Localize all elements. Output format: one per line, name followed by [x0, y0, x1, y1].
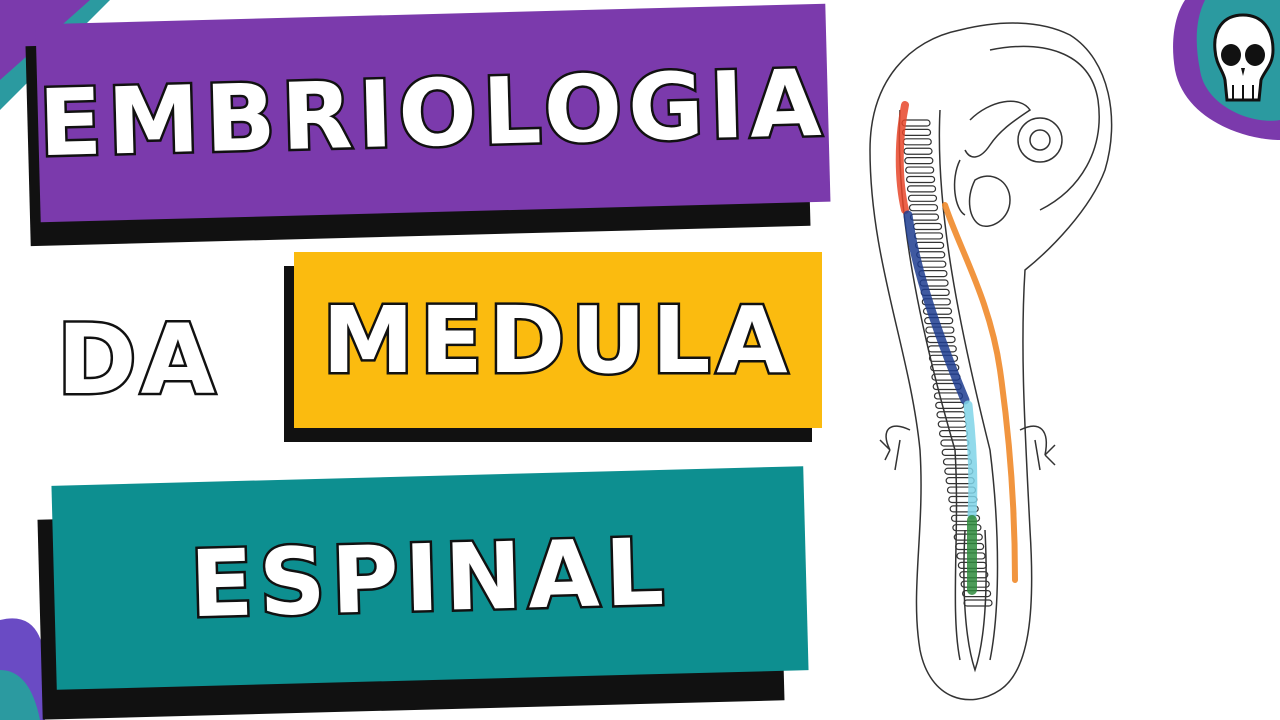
title-line-2-block: MEDULA: [282, 250, 827, 445]
somite: [950, 514, 981, 522]
somite: [912, 222, 943, 231]
somite: [949, 505, 979, 513]
somite: [936, 411, 966, 419]
somite: [930, 364, 960, 372]
title-word-da: DA: [55, 302, 219, 419]
somite: [940, 439, 970, 447]
bottom-left-corner-shape: [0, 618, 45, 720]
somite: [915, 241, 945, 249]
somite: [916, 251, 946, 259]
somite: [922, 307, 953, 315]
somite: [935, 401, 965, 409]
skull-logo-icon: [1173, 0, 1280, 140]
embryo-outline: [869, 22, 1113, 701]
somite: [913, 232, 944, 240]
title-line-1-block: EMBRIOLOGIA: [20, 3, 832, 247]
somite: [905, 166, 935, 174]
title-line-3: ESPINAL: [186, 516, 673, 641]
somite: [952, 524, 982, 532]
light-blue-segment: [963, 400, 978, 520]
title-line-3-panel: ESPINAL: [51, 466, 809, 690]
somite: [907, 194, 938, 202]
blue-segment: [903, 210, 970, 405]
title-line-1: EMBRIOLOGIA: [35, 47, 831, 180]
title-line-2-panel: MEDULA: [294, 252, 822, 428]
embryo-illustration: [869, 22, 1113, 701]
somite: [941, 448, 971, 457]
somite: [904, 157, 934, 165]
orange-line: [942, 202, 1018, 583]
somite: [963, 599, 993, 607]
somite: [901, 128, 932, 137]
somite: [938, 429, 969, 438]
somite: [906, 185, 937, 193]
somite: [902, 138, 932, 146]
somite: [909, 213, 940, 221]
somite: [903, 147, 933, 155]
title-line-3-block: ESPINAL: [36, 462, 814, 720]
red-segment: [895, 101, 909, 214]
somite: [937, 420, 967, 428]
somite: [906, 175, 936, 184]
title-line-2: MEDULA: [320, 284, 794, 396]
title-line-1-panel: EMBRIOLOGIA: [35, 3, 831, 223]
somite: [942, 458, 973, 466]
somite: [921, 298, 951, 306]
somite: [908, 204, 939, 212]
